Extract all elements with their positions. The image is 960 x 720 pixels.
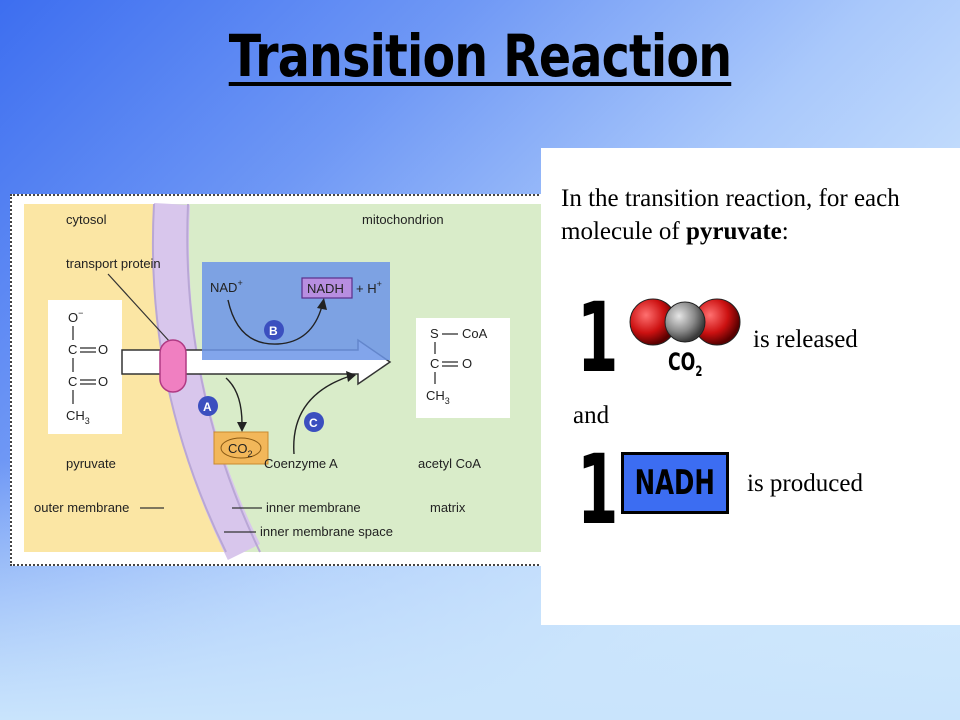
pyruvate-structure: O− C O C O CH3 bbox=[66, 308, 108, 426]
slide-title: Transition Reaction bbox=[228, 22, 732, 90]
plus-h-label: + H+ bbox=[356, 279, 382, 296]
intro-text: In the transition reaction, for each mol… bbox=[561, 185, 900, 245]
nad-reduction-highlight bbox=[202, 262, 390, 360]
co2-count: 1 bbox=[577, 282, 619, 394]
nadh-small-label: NADH bbox=[307, 281, 344, 296]
svg-text:C: C bbox=[68, 374, 77, 389]
matrix-label: matrix bbox=[430, 500, 466, 515]
step-b-arrowhead bbox=[317, 298, 327, 310]
step-c-arrowhead bbox=[346, 371, 356, 382]
step-a-letter: A bbox=[203, 400, 212, 414]
svg-text:CH3: CH3 bbox=[426, 388, 450, 406]
outer-membrane-label: outer membrane bbox=[34, 500, 129, 515]
inner-membrane-label: inner membrane bbox=[266, 500, 361, 515]
svg-text:CH3: CH3 bbox=[66, 408, 90, 426]
pyruvate-structure-box bbox=[48, 300, 122, 434]
step-a-arrow bbox=[225, 377, 243, 425]
svg-text:O−: O− bbox=[68, 308, 83, 325]
co2-diagram-label: CO2 bbox=[228, 441, 253, 459]
transition-reaction-diagram: cytosol mitochondrion transport protein … bbox=[10, 194, 550, 566]
co2-box bbox=[213, 431, 269, 465]
co2-oval bbox=[220, 437, 262, 459]
svg-text:O: O bbox=[462, 356, 472, 371]
produced-text: is produced bbox=[747, 470, 863, 497]
cytosol-label: cytosol bbox=[66, 212, 107, 227]
released-text: is released bbox=[753, 326, 858, 353]
pyruvate-label: pyruvate bbox=[66, 456, 116, 471]
co2-molecule-icon bbox=[629, 298, 741, 346]
step-b-arrow bbox=[227, 299, 323, 345]
step-c-arrow bbox=[293, 375, 351, 455]
svg-text:C: C bbox=[430, 356, 439, 371]
acetyl-coa-structure: S CoA C O CH3 bbox=[426, 326, 488, 406]
inner-membrane-space-label: inner membrane space bbox=[260, 524, 393, 539]
transport-protein-pointer bbox=[107, 273, 171, 343]
coenzyme-a-label: Coenzyme A bbox=[264, 456, 338, 471]
step-a-arrowhead bbox=[237, 422, 247, 432]
svg-text:CoA: CoA bbox=[462, 326, 488, 341]
nadh-label: NADH bbox=[634, 463, 716, 503]
step-b-letter: B bbox=[269, 324, 278, 338]
transport-protein-label: transport protein bbox=[66, 256, 161, 271]
mitochondrion-label: mitochondrion bbox=[362, 212, 444, 227]
info-panel: In the transition reaction, for each mol… bbox=[541, 148, 960, 625]
nadh-box: NADH bbox=[621, 452, 729, 514]
svg-text:C: C bbox=[68, 342, 77, 357]
acetyl-coa-structure-box bbox=[416, 318, 510, 418]
pyruvate-keyword: pyruvate bbox=[685, 218, 782, 245]
svg-text:O: O bbox=[98, 374, 108, 389]
step-c-letter: C bbox=[309, 416, 318, 430]
step-b-marker bbox=[264, 320, 284, 340]
step-c-marker bbox=[304, 412, 324, 432]
nad-label: NAD+ bbox=[210, 278, 243, 295]
acetyl-coa-label: acetyl CoA bbox=[418, 456, 481, 471]
svg-text:S: S bbox=[430, 326, 439, 341]
co2-formula-label: CO2 bbox=[668, 348, 703, 380]
nadh-count: 1 bbox=[577, 434, 619, 546]
step-a-marker bbox=[198, 396, 218, 416]
transport-protein bbox=[159, 339, 187, 393]
nadh-small-box bbox=[301, 277, 353, 299]
svg-text:O: O bbox=[98, 342, 108, 357]
and-text: and bbox=[573, 402, 610, 429]
